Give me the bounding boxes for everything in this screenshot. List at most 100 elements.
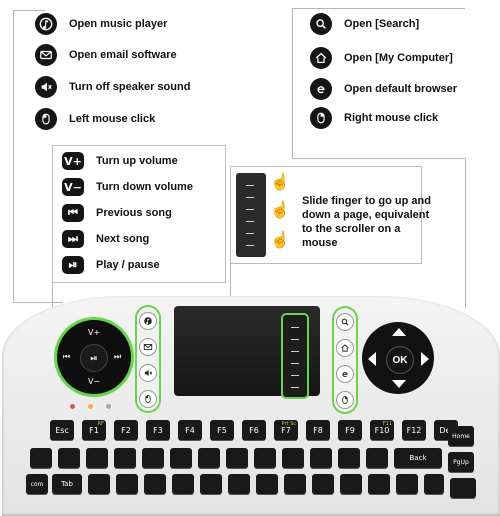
key-w[interactable] — [116, 474, 138, 494]
legend-my-computer: Open [My Computer] — [310, 46, 453, 70]
legend-volume-up: V+ Turn up volume — [62, 149, 178, 173]
key-f12[interactable]: F12 — [402, 420, 426, 440]
key-home[interactable]: Home — [448, 426, 474, 446]
arrow-down-icon[interactable] — [392, 380, 406, 388]
led-indicator — [88, 404, 93, 409]
key-tab[interactable] — [30, 448, 52, 468]
key-bracket-l[interactable] — [368, 474, 390, 494]
scroll-strip[interactable] — [283, 315, 307, 397]
key-minus[interactable] — [338, 448, 360, 468]
key-5[interactable] — [170, 448, 192, 468]
finger-up-icon: ☝ — [270, 174, 290, 191]
browser-button[interactable] — [336, 365, 354, 383]
key-label: F1 — [89, 425, 99, 435]
key-label: F3 — [153, 425, 163, 435]
mouse-left-icon — [35, 108, 57, 130]
key-label: F5 — [217, 425, 227, 435]
key-6[interactable] — [198, 448, 220, 468]
scroll-description: Slide finger to go up and down a page, e… — [302, 195, 431, 249]
key-f2[interactable]: F2 — [114, 420, 138, 440]
email-button[interactable] — [139, 338, 157, 356]
music-note-icon — [35, 13, 57, 35]
key-2[interactable] — [86, 448, 108, 468]
key-p[interactable] — [340, 474, 362, 494]
key-y[interactable] — [228, 474, 250, 494]
legend-label: Next song — [96, 233, 150, 245]
key-q[interactable] — [88, 474, 110, 494]
key-pgup[interactable]: PgUp — [448, 452, 474, 472]
led-indicator — [106, 404, 111, 409]
ok-button[interactable]: OK — [386, 346, 414, 374]
dpad-volume-up[interactable]: V+ — [88, 328, 101, 337]
dpad-previous[interactable]: ⏮ — [63, 352, 71, 361]
search-icon — [310, 13, 332, 35]
guide-line-scroll — [230, 262, 231, 324]
key-label: F7 — [281, 425, 291, 435]
guide-line-right-down — [465, 158, 466, 308]
arrow-left-icon[interactable] — [368, 352, 376, 366]
key-back[interactable]: Back — [394, 448, 442, 468]
dpad-next[interactable]: ⏭ — [114, 352, 122, 361]
previous-song-icon: ⏮ — [62, 204, 84, 222]
key-o[interactable] — [312, 474, 334, 494]
key-pgdn[interactable] — [450, 478, 476, 498]
left-click-button[interactable] — [139, 390, 157, 408]
legend-play-pause: ⏯ Play / pause — [62, 253, 160, 277]
key-t[interactable] — [200, 474, 222, 494]
key-bracket-r[interactable] — [396, 474, 418, 494]
key-1[interactable] — [58, 448, 80, 468]
key-label: Esc — [55, 425, 69, 435]
key-0[interactable] — [310, 448, 332, 468]
legend-label: Open [My Computer] — [344, 52, 453, 64]
key-esc[interactable]: Esc — [50, 420, 74, 440]
guide-line-left-bottom — [13, 302, 63, 303]
key-equal[interactable] — [366, 448, 388, 468]
key-7[interactable] — [226, 448, 248, 468]
key-label: Del — [439, 425, 453, 435]
key-3[interactable] — [114, 448, 136, 468]
key-f5[interactable]: F5 — [210, 420, 234, 440]
key-tab-bottom[interactable]: Tab — [52, 474, 82, 494]
key-9[interactable] — [282, 448, 304, 468]
key-label: F9 — [345, 425, 355, 435]
key-f3[interactable]: F3 — [146, 420, 170, 440]
key-f4[interactable]: F4 — [178, 420, 202, 440]
key-e[interactable] — [144, 474, 166, 494]
legend-browser: Open default browser — [310, 77, 457, 101]
key-f6[interactable]: F6 — [242, 420, 266, 440]
key-com[interactable]: com — [26, 474, 48, 494]
legend-label: Open music player — [69, 18, 168, 30]
legend-label: Turn off speaker sound — [69, 81, 191, 93]
volume-legend-box — [52, 145, 226, 283]
key-f9[interactable]: F9 — [338, 420, 362, 440]
key-backslash[interactable] — [424, 474, 444, 494]
key-label: Home — [452, 432, 470, 440]
arrow-up-icon[interactable] — [392, 328, 406, 336]
key-u[interactable] — [256, 474, 278, 494]
scroll-strip-illustration — [236, 173, 266, 257]
key-4[interactable] — [142, 448, 164, 468]
legend-previous-song: ⏮ Previous song — [62, 201, 172, 225]
key-r[interactable] — [172, 474, 194, 494]
mute-button[interactable] — [139, 364, 157, 382]
play-pause-icon: ⏯ — [62, 256, 84, 274]
dpad-volume-down[interactable]: V− — [88, 377, 101, 386]
guide-line-right-top — [292, 8, 465, 9]
my-computer-button[interactable] — [336, 339, 354, 357]
key-f8[interactable]: F8 — [306, 420, 330, 440]
key-8[interactable] — [254, 448, 276, 468]
legend-label: Right mouse click — [344, 112, 439, 124]
search-button[interactable] — [336, 313, 354, 331]
right-click-button[interactable] — [336, 391, 354, 409]
arrow-right-icon[interactable] — [421, 352, 429, 366]
dpad-play-pause[interactable]: ⏯ — [80, 344, 108, 372]
envelope-icon — [35, 44, 57, 66]
key-i[interactable] — [284, 474, 306, 494]
volume-down-icon: V− — [62, 178, 84, 196]
left-function-column — [137, 307, 159, 411]
music-player-button[interactable] — [139, 312, 157, 330]
mouse-right-icon — [310, 107, 332, 129]
